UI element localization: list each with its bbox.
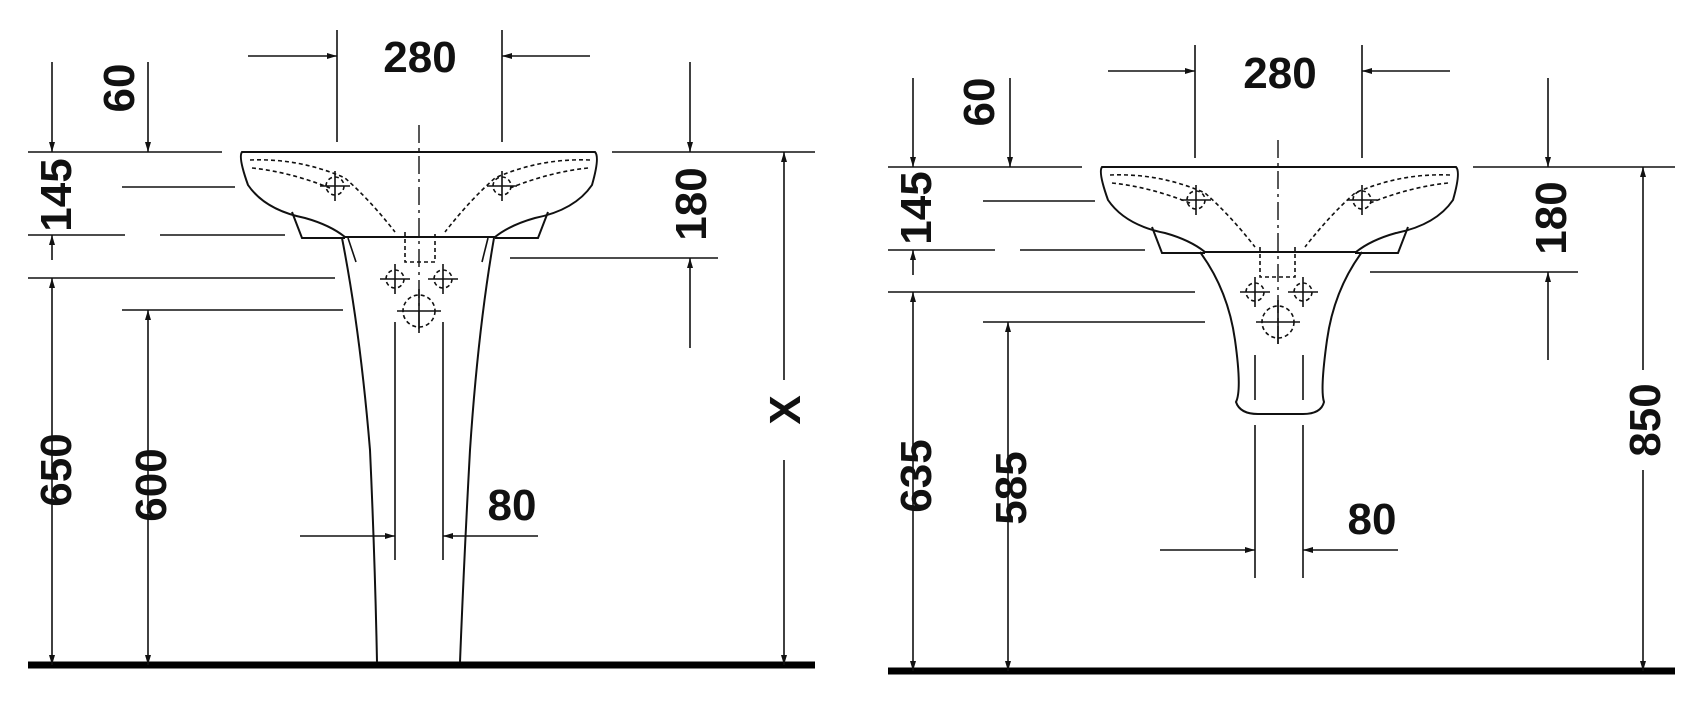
right-view: 280 60 145 180 635 585 850 80: [888, 45, 1675, 675]
right-dim-180-label: 180: [1527, 181, 1576, 254]
left-dim-650-label: 650: [32, 433, 81, 506]
right-dim-585-label: 585: [987, 451, 1036, 524]
left-dim-180-label: 180: [667, 167, 716, 240]
left-dim-145-label: 145: [32, 158, 81, 231]
left-basin-inner: [249, 159, 591, 233]
right-dim-850-label: 850: [1621, 383, 1670, 456]
right-dim-80-label: 80: [1348, 495, 1397, 544]
right-dim-280-label: 280: [1243, 49, 1316, 98]
left-dim-600-label: 600: [127, 448, 176, 521]
left-dim-280-label: 280: [383, 33, 456, 82]
right-dim-145-label: 145: [892, 171, 941, 244]
left-dim-60-label: 60: [95, 64, 144, 113]
right-semi-pedestal: [1199, 251, 1363, 415]
left-pedestal: [341, 237, 495, 663]
left-dim-80-label: 80: [488, 481, 537, 530]
right-basin-outline: [1099, 166, 1459, 253]
left-view: 280 60 145 180 650 600 X 80: [28, 30, 815, 669]
left-dim-x-label: X: [761, 395, 810, 424]
right-dim-635-label: 635: [892, 439, 941, 512]
right-dim-60-label: 60: [955, 78, 1004, 127]
